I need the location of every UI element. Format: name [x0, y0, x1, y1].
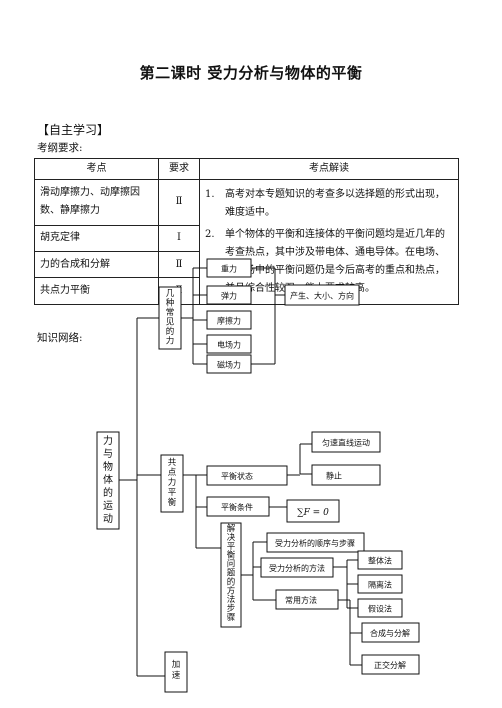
item-number: 2.: [205, 229, 215, 240]
force-box-elastic: [206, 285, 252, 305]
branch-equilibrium-label: 共点力平衡: [168, 458, 177, 508]
requirements-label: 考纲要求:: [37, 142, 83, 154]
topic-cell: 滑动摩擦力、动摩擦因数、静摩擦力: [34, 179, 159, 226]
force-magnetic: 磁场力: [217, 360, 241, 370]
condition-formula-box: [286, 499, 340, 523]
table-row: 滑动摩擦力、动摩擦因数、静摩擦力 Ⅱ 1. 高考对本专题知识的考查多以选择题的形…: [34, 179, 459, 305]
force-elastic: 弹力: [221, 291, 237, 301]
table-row: 共点力平衡 Ⅱ: [34, 277, 459, 305]
branch-methods-label: 解决平衡问题的方法步骤: [227, 523, 236, 623]
common-box-orthogonal: [361, 654, 420, 675]
steps-order-box: [266, 532, 365, 553]
force-properties-box: [284, 284, 360, 306]
force-friction: 摩擦力: [217, 316, 241, 326]
branch-equilibrium-box: [160, 454, 184, 513]
analysis-box-isolation: [357, 574, 403, 594]
state-box-rest: [311, 464, 381, 486]
common-box-composition: [361, 622, 420, 643]
branch-acceleration-box: [164, 651, 188, 693]
item-text: 高考对本专题知识的考查多以选择题的形式出现，难度适中。: [225, 189, 445, 218]
interpretation-cell: 1. 高考对本专题知识的考查多以选择题的形式出现，难度适中。 2. 单个物体的平…: [199, 179, 459, 305]
equilibrium-state: 平衡状态: [221, 471, 253, 481]
page-title: 第二课时 受力分析与物体的平衡: [139, 64, 363, 82]
analysis-box-assumption: [357, 598, 403, 618]
branch-acceleration-label: 加速: [172, 659, 181, 681]
item-number: 1.: [205, 189, 215, 200]
force-box-electric: [206, 334, 252, 354]
table-row: 力的合成和分解 Ⅱ: [34, 251, 459, 279]
interpretation-item: 1. 高考对本专题知识的考查多以选择题的形式出现，难度适中。: [205, 186, 453, 222]
analysis-box-whole: [357, 550, 403, 570]
force-properties: 产生、大小、方向: [290, 291, 354, 301]
root-label: 力与物体的运动: [103, 434, 113, 525]
level-cell: Ⅰ: [158, 224, 200, 253]
force-box-friction: [206, 310, 252, 330]
level-cell: Ⅱ: [158, 179, 200, 226]
state-rest: 静止: [326, 471, 342, 481]
network-label: 知识网络:: [37, 332, 83, 344]
condition-formula: ∑F = 0: [297, 508, 329, 518]
topic-cell: 力的合成和分解: [34, 251, 159, 279]
common-methods: 常用方法: [285, 595, 317, 605]
analysis-methods: 受力分析的方法: [269, 563, 325, 573]
exam-requirements-table: 考点 要求 考点解读 滑动摩擦力、动摩擦因数、静摩擦力 Ⅱ 1. 高考对本专题知…: [34, 158, 459, 305]
analysis-assumption: 假设法: [368, 604, 392, 614]
common-composition: 合成与分解: [370, 628, 410, 638]
common-orthogonal: 正交分解: [374, 660, 406, 670]
equilibrium-condition: 平衡条件: [221, 502, 253, 512]
state-box-uniform-motion: [311, 431, 381, 453]
level-cell: Ⅱ: [158, 251, 200, 279]
analysis-whole: 整体法: [368, 556, 392, 566]
branch-common-forces-label: 几种常见的力: [166, 289, 175, 347]
topic-cell: 共点力平衡: [34, 277, 159, 305]
state-uniform-motion: 匀速直线运动: [322, 438, 370, 448]
force-gravity: 重力: [221, 264, 237, 274]
steps-order: 受力分析的顺序与步骤: [275, 538, 355, 548]
section-heading: 【自主学习】: [37, 123, 110, 137]
force-electric: 电场力: [217, 340, 241, 350]
analysis-isolation: 隔离法: [368, 580, 392, 590]
